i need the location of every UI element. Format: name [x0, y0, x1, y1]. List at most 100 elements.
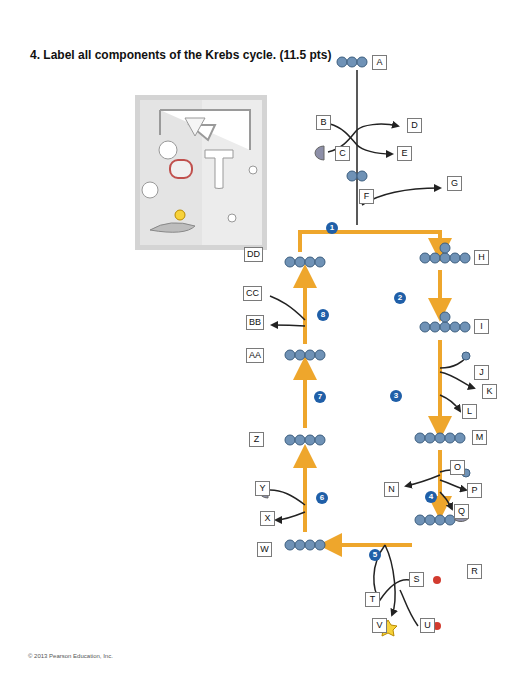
answer-box: J: [474, 365, 489, 380]
answer-letter: A: [376, 57, 382, 67]
step-number: 7: [314, 391, 326, 403]
answer-box: F: [359, 189, 374, 204]
side-reaction-lines-part: [356, 70, 358, 225]
answer-letter: K: [486, 386, 492, 396]
answer-letter: I: [480, 321, 483, 331]
answer-letter: F: [364, 191, 370, 201]
carbon-beads: [285, 57, 470, 550]
answer-letter: Y: [259, 483, 265, 493]
question-title: 4. Label all components of the Krebs cyc…: [30, 48, 331, 62]
answer-letter: L: [467, 406, 472, 416]
overview-inset-part: [170, 160, 192, 178]
answer-box: A: [372, 55, 387, 70]
pathway-arrows-part: [438, 340, 442, 428]
step-number: 8: [317, 309, 329, 321]
carbon-beads-part: [295, 540, 305, 550]
answer-letter: E: [401, 148, 407, 158]
step-number: 1: [326, 222, 338, 234]
answer-letter: U: [424, 620, 431, 630]
pathway-arrows-part: [300, 232, 440, 252]
side-reaction-lines-part: [385, 545, 395, 615]
answer-box: CC: [243, 286, 262, 301]
answer-box: C: [335, 146, 350, 161]
carbon-beads-part: [285, 350, 295, 360]
answer-box: V: [372, 618, 387, 633]
step-number-text: 6: [320, 493, 324, 502]
step-number: 4: [425, 491, 437, 503]
side-reaction-lines-part: [440, 395, 460, 411]
step-number-text: 1: [330, 223, 334, 232]
step-number: 6: [316, 492, 328, 504]
carbon-beads-part: [415, 515, 425, 525]
side-reaction-lines-part: [440, 372, 474, 388]
answer-box: S: [409, 572, 424, 587]
answer-letter: O: [454, 462, 461, 472]
overview-inset-part: [175, 210, 185, 220]
answer-box: DD: [244, 247, 263, 262]
answer-letter: Q: [458, 506, 465, 516]
answer-box: O: [450, 460, 465, 475]
copyright-note: © 2013 Pearson Education, Inc.: [28, 653, 113, 659]
carbon-beads-part: [315, 350, 325, 360]
overview-inset-part: [140, 100, 262, 245]
carbon-beads-part: [440, 322, 450, 332]
answer-letter: V: [376, 620, 382, 630]
answer-box: K: [482, 384, 497, 399]
answer-box: BB: [246, 315, 264, 330]
answer-box: W: [257, 542, 272, 557]
answer-box: Z: [249, 432, 264, 447]
carbon-beads-part: [347, 171, 357, 181]
overview-inset-part: [135, 95, 267, 250]
step-number-text: 4: [429, 492, 433, 501]
answer-letter: W: [260, 544, 269, 554]
carbon-beads-part: [315, 540, 325, 550]
answer-letter: R: [471, 566, 478, 576]
pathway-arrows-part: [303, 276, 307, 344]
answer-letter: D: [411, 120, 418, 130]
carbon-beads-part: [315, 257, 325, 267]
carbon-beads-part: [357, 57, 367, 67]
carbon-beads-part: [285, 435, 295, 445]
answer-box: G: [447, 176, 462, 191]
carbon-beads-part: [460, 322, 470, 332]
answer-box: U: [420, 618, 435, 633]
answer-box: X: [260, 511, 275, 526]
side-reaction-lines-part: [406, 475, 440, 486]
answer-box: N: [384, 482, 399, 497]
answer-box: T: [365, 592, 380, 607]
side-reaction-lines: [270, 70, 474, 626]
carbon-beads-part: [337, 57, 347, 67]
carbon-beads-part: [295, 257, 305, 267]
answer-letter: AA: [249, 350, 261, 360]
carbon-beads-part: [285, 540, 295, 550]
step-number-text: 3: [394, 391, 398, 400]
side-reaction-lines-part: [270, 490, 305, 505]
answer-letter: G: [451, 178, 458, 188]
answer-box: E: [397, 146, 412, 161]
carbon-beads-part: [425, 433, 435, 443]
carbon-beads-part: [440, 312, 450, 322]
carbon-beads-part: [420, 322, 430, 332]
side-reaction-lines-part: [440, 480, 466, 490]
carbon-beads-part: [460, 253, 470, 263]
side-reaction-lines-part: [400, 590, 418, 626]
carbon-beads-part: [440, 243, 450, 253]
answer-letter: P: [471, 485, 477, 495]
side-reaction-lines-part: [272, 325, 305, 326]
answer-letter: BB: [249, 317, 261, 327]
overview-inset-part: [205, 150, 233, 189]
answer-letter: C: [339, 148, 346, 158]
step-number: 2: [394, 292, 406, 304]
pathway-arrows: [300, 232, 440, 545]
carbon-beads-part: [450, 253, 460, 263]
answer-letter: DD: [247, 249, 260, 259]
carbon-beads-part: [430, 322, 440, 332]
step-number-text: 2: [398, 293, 402, 302]
answer-box: D: [407, 118, 422, 133]
step-number-text: 7: [318, 392, 322, 401]
carbon-beads-part: [347, 57, 357, 67]
side-reaction-lines-part: [276, 512, 305, 520]
answer-box: P: [467, 483, 482, 498]
answer-letter: B: [320, 117, 326, 127]
answer-box: I: [474, 319, 489, 334]
